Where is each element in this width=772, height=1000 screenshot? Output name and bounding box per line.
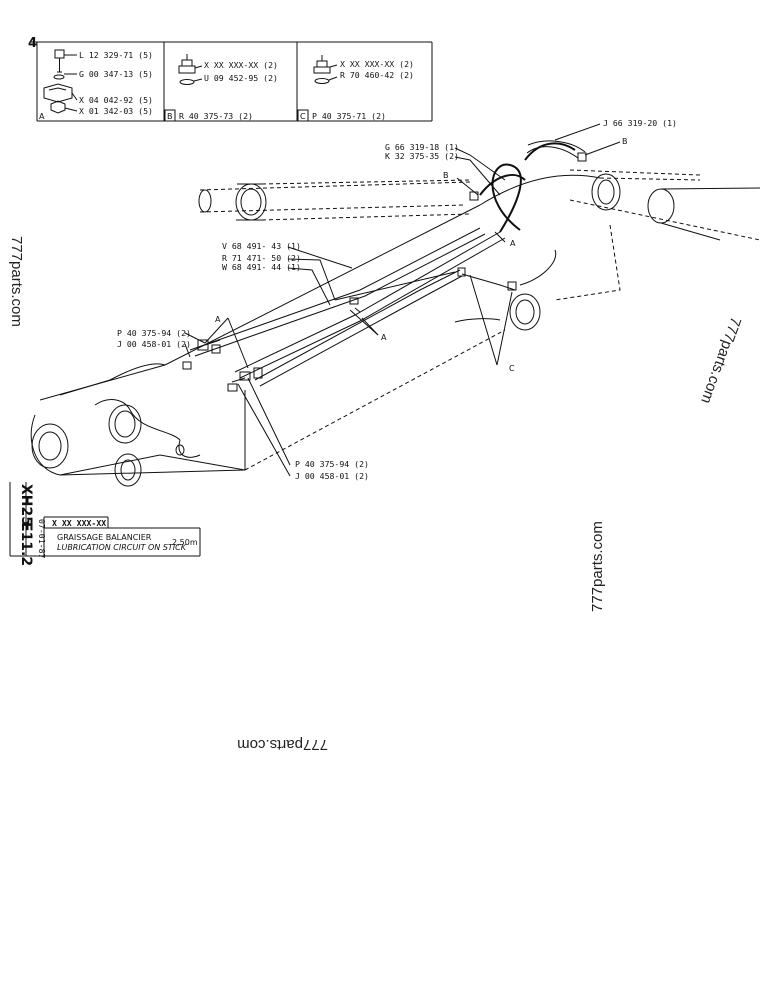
- callout-w68-491-44: W 68 491- 44 (1): [222, 262, 301, 272]
- callout-r71-471-50: R 71 471- 50 (2): [222, 253, 301, 263]
- callout-letter-c: C: [509, 364, 515, 373]
- model-number: XH25: [18, 484, 34, 526]
- callout-j66-319-20: J 66 319-20 (1): [603, 118, 677, 128]
- watermark: 777parts.com: [697, 315, 744, 406]
- legend-c-item-1: X XX XXX-XX (2): [340, 59, 414, 69]
- callout-v68-491-43: V 68 491- 43 (1): [222, 241, 301, 251]
- clamp-icon: [43, 83, 73, 103]
- lubrication-pipes: [189, 227, 516, 387]
- o-ring-icon: [179, 79, 195, 85]
- legend-c-ref: P 40 375-71 (2): [312, 111, 386, 121]
- stick-drawing: [30, 140, 761, 487]
- legend-c-letter: C: [300, 112, 306, 121]
- callout-g66-319-18: G 66 319-18 (1): [385, 142, 459, 152]
- watermark: 777parts.com: [237, 736, 328, 753]
- callout-p40-375-94-right: P 40 375-94 (2): [295, 459, 369, 469]
- callouts: J 66 319-20 (1) G 66 319-18 (1) K 32 375…: [117, 118, 677, 481]
- stick-length: 2,50m: [172, 538, 198, 547]
- callout-k32-375-35: K 32 375-35 (2): [385, 151, 459, 161]
- drawing-date: 07-01-87: [37, 519, 47, 559]
- legend-a-item-3: X 04 042-92 (5): [79, 95, 153, 105]
- callout-letter-a: A: [510, 239, 516, 248]
- legend-panel-a: L 12 329-71 (5) G 00 347-13 (5) X 04 042…: [39, 49, 153, 121]
- legend-b-item-1: X XX XXX-XX (2): [204, 60, 278, 70]
- legend-a-letter: A: [39, 112, 45, 121]
- callout-letter-b: B: [622, 137, 628, 146]
- legend-a-item-2: G 00 347-13 (5): [79, 69, 153, 79]
- grease-nipple-icon: [54, 49, 65, 73]
- fitting-icon: [313, 55, 331, 74]
- callout-j00-458-01-left: J 00 458-01 (2): [117, 339, 191, 349]
- stick-body: [30, 174, 701, 476]
- legend-b-item-2: U 09 452-95 (2): [204, 73, 278, 83]
- washer-icon: [53, 74, 65, 80]
- legend-b-letter: B: [167, 112, 173, 121]
- legend-panel-b: X XX XXX-XX (2) U 09 452-95 (2) B R 40 3…: [164, 54, 278, 122]
- page-number: 4: [28, 36, 37, 51]
- leader-lines: [184, 123, 621, 477]
- callout-j00-458-01-right: J 00 458-01 (2): [295, 471, 369, 481]
- legend-a-item-4: X 01 342-03 (5): [79, 106, 153, 116]
- legend-c-item-2: R 70 460-42 (2): [340, 70, 414, 80]
- hydraulic-cylinder: [198, 179, 471, 221]
- callout-letter-a: A: [215, 315, 221, 324]
- legend-box: L 12 329-71 (5) G 00 347-13 (5) X 04 042…: [30, 41, 433, 122]
- legend-b-ref: R 40 375-73 (2): [179, 111, 253, 121]
- pipe-fittings: [182, 152, 587, 392]
- title-block: XH25 E11.2 07-01-87 X XX XXX-XX GRAISSAG…: [9, 482, 201, 566]
- hose-loop: [479, 140, 586, 233]
- callout-letter-a: A: [381, 333, 387, 342]
- sheet-number: E11.2: [18, 522, 34, 566]
- callout-letter-b: B: [443, 171, 449, 180]
- o-ring-icon: [314, 78, 330, 84]
- stick-pin-bosses: [31, 169, 761, 487]
- title-english: LUBRICATION CIRCUIT ON STICK: [57, 543, 187, 552]
- fitting-icon: [178, 54, 196, 74]
- callout-p40-375-94-left: P 40 375-94 (2): [117, 328, 191, 338]
- title-french: GRAISSAGE BALANCIER: [57, 533, 152, 542]
- nut-icon: [50, 100, 66, 114]
- watermark: 777parts.com: [589, 521, 606, 612]
- legend-a-item-1: L 12 329-71 (5): [79, 50, 153, 60]
- watermark: 777parts.com: [8, 236, 25, 327]
- legend-panel-c: X XX XXX-XX (2) R 70 460-42 (2) C P 40 3…: [297, 55, 414, 122]
- drawing-ref: X XX XXX-XX: [52, 518, 106, 528]
